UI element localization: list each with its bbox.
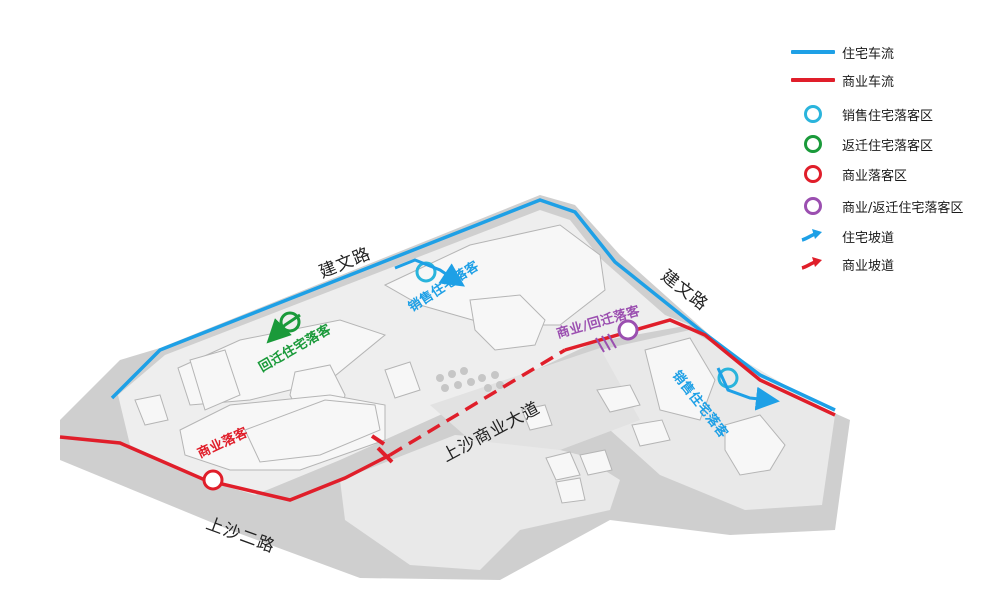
legend-label: 返迁住宅落客区 [842, 138, 934, 154]
building-south-2 [596, 384, 641, 413]
commercial-ramp-marker [370, 434, 394, 464]
legend-item-commercial-flow: 商业车流 [790, 68, 894, 92]
building-east-tower [644, 337, 716, 421]
legend-item-sales-dropoff: 销售住宅落客区 [790, 102, 933, 126]
residential-flow-swatch [791, 50, 835, 54]
plaza-trees [436, 367, 504, 392]
building-south-1 [521, 404, 553, 431]
legend-label: 商业/返迁住宅落客区 [842, 200, 964, 216]
commercial-dropoff-ring [202, 469, 224, 491]
building-mid-cluster [384, 361, 421, 399]
legend-label: 商业车流 [842, 74, 895, 90]
residential-flow-line [110, 198, 836, 412]
sales-dropoff-ring-icon [804, 105, 822, 123]
building-southwest-wing [244, 399, 381, 463]
building-north-mall-step [469, 294, 546, 351]
residential-ramp-arrow-east [716, 367, 780, 411]
plaza-strip [430, 348, 640, 450]
legend-item-commercial-dropoff: 商业落客区 [790, 162, 907, 186]
building-north-mall [383, 224, 606, 326]
relocation-dropoff-ring-icon [804, 135, 822, 153]
building-south-3 [631, 419, 671, 447]
commercial-ramp-arrow-icon [801, 257, 822, 270]
commercial-dropoff-ring-icon [804, 165, 822, 183]
legend-label: 商业落客区 [842, 168, 908, 184]
mixed-dropoff-hatch [595, 333, 617, 353]
residential-ramp-arrow-north [394, 258, 465, 287]
legend-item-relocation-dropoff: 返迁住宅落客区 [790, 132, 933, 156]
building-south-6 [555, 477, 586, 504]
legend-item-residential-ramp: 住宅坡道 [790, 224, 894, 248]
building-east-lower [724, 414, 786, 476]
relocation-ramp-arrow [266, 313, 301, 344]
building-small-west [134, 394, 169, 426]
commercial-flow-swatch [791, 78, 835, 82]
building-northwest [189, 349, 241, 411]
legend-label: 销售住宅落客区 [842, 108, 934, 124]
legend-label: 住宅坡道 [842, 230, 895, 246]
legend-item-commercial-ramp: 商业坡道 [790, 252, 894, 276]
building-south-5 [579, 449, 613, 476]
legend-item-residential-flow: 住宅车流 [790, 40, 894, 64]
site-block-south [340, 435, 620, 570]
legend-item-mixed-dropoff: 商业/返迁住宅落客区 [790, 194, 963, 218]
legend-label: 商业坡道 [842, 258, 895, 274]
mixed-dropoff-ring [617, 319, 639, 341]
commercial-flow-dashed [389, 348, 566, 457]
mixed-dropoff-ring-icon [804, 197, 822, 215]
residential-ramp-arrow-icon [801, 229, 822, 242]
buildings [134, 224, 786, 504]
building-south-4 [545, 451, 581, 481]
legend-label: 住宅车流 [842, 46, 895, 62]
